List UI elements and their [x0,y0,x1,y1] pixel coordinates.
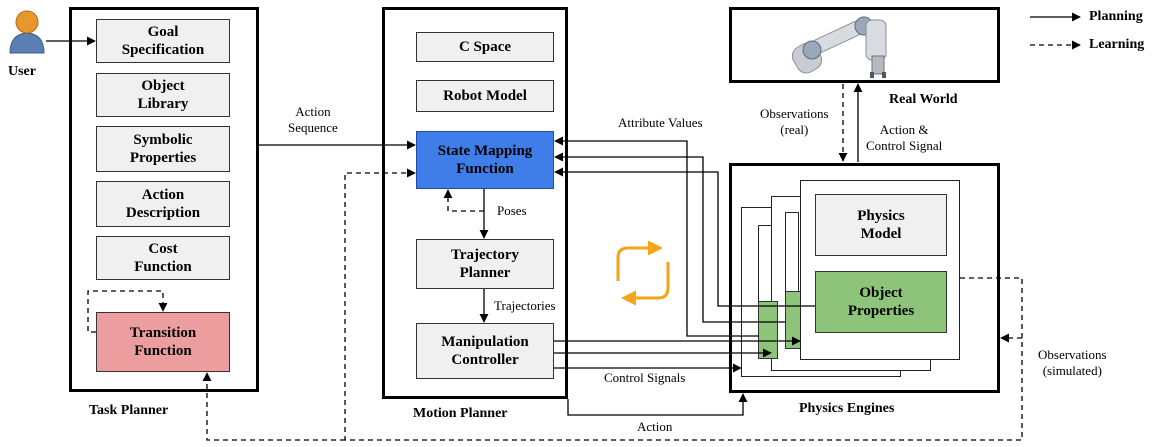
label-action-control-signal: Action & Control Signal [866,122,943,153]
arrow-attribute-values-3 [554,167,815,307]
label-observations-simulated: Observations (simulated) [1038,347,1107,378]
action-description: Action Description [96,181,230,227]
arrow-attribute-values-2 [554,152,786,323]
object-library: Object Library [96,73,230,117]
label-attribute-values: Attribute Values [618,115,703,130]
legend-planning-label: Planning [1089,9,1143,24]
c-space: C Space [416,32,554,62]
legend-learning-label: Learning [1089,37,1145,52]
motion-planner-title: Motion Planner [413,406,508,421]
symbolic-properties: Symbolic Properties [96,126,230,172]
user-icon [8,6,46,54]
label-observations-real: Observations (real) [760,106,829,137]
transition-function: Transition Function [96,312,230,372]
label-control-signals: Control Signals [604,370,686,385]
goal-specification: Goal Specification [96,19,230,63]
label-action-sequence: Action Sequence [288,104,338,135]
label-trajectories: Trajectories [494,298,556,313]
robot-arm-image [780,10,910,80]
label-action: Action [637,419,673,434]
robot-model: Robot Model [416,80,554,112]
user-label: User [8,64,36,79]
object-properties-shadow-1 [758,301,778,359]
cycle-arrows-icon [616,240,670,306]
arrow-attribute-values-1 [554,136,759,337]
real-world-title: Real World [889,92,958,107]
physics-engines-title: Physics Engines [799,401,895,416]
loop-state-mapping [443,189,484,212]
loop-transition [87,290,168,333]
trajectory-planner: Trajectory Planner [416,239,554,289]
physics-model: Physics Model [815,194,947,256]
manipulation-controller: Manipulation Controller [416,323,554,379]
arrow-observations-simulated [344,168,1023,441]
cost-function: Cost Function [96,236,230,280]
task-planner-title: Task Planner [89,403,169,418]
label-poses: Poses [497,203,527,218]
arrow-action [567,393,748,416]
arrow-observations-to-transition [202,372,345,441]
state-mapping-function: State Mapping Function [416,131,554,189]
object-properties: Object Properties [815,271,947,333]
